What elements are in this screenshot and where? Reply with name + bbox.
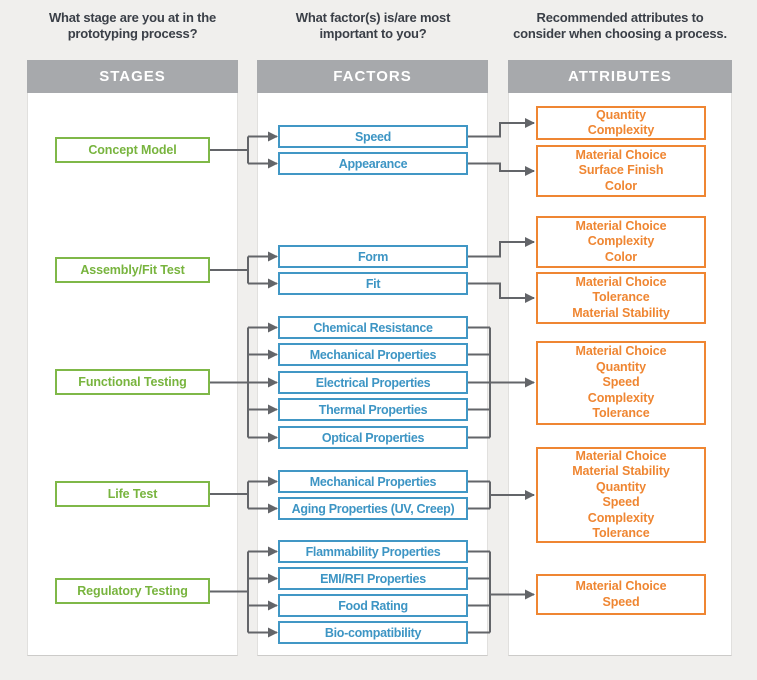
factor-box-form: Form <box>278 245 468 268</box>
stage-box-assembly-fit-test: Assembly/Fit Test <box>55 257 210 283</box>
factor-box-bio-compatibility: Bio-compatibility <box>278 621 468 644</box>
factor-box-appearance: Appearance <box>278 152 468 175</box>
stage-box-concept-model: Concept Model <box>55 137 210 163</box>
attribute-box-regulatory: Material Choice Speed <box>536 574 706 615</box>
attribute-box-assembly-fit: Material Choice Tolerance Material Stabi… <box>536 272 706 324</box>
stage-box-life-test: Life Test <box>55 481 210 507</box>
factor-box-thermal-properties: Thermal Properties <box>278 398 468 421</box>
factor-box-mechanical-properties-functional: Mechanical Properties <box>278 343 468 366</box>
question-stages: What stage are you at in the prototyping… <box>48 10 217 41</box>
factor-box-chemical-resistance: Chemical Resistance <box>278 316 468 339</box>
factor-box-speed: Speed <box>278 125 468 148</box>
attribute-box-assembly-form: Material Choice Complexity Color <box>536 216 706 268</box>
attribute-box-concept-appearance: Material Choice Surface Finish Color <box>536 145 706 197</box>
question-attributes: Recommended attributes to consider when … <box>513 10 727 41</box>
attribute-box-functional: Material Choice Quantity Speed Complexit… <box>536 341 706 425</box>
factor-box-food-rating: Food Rating <box>278 594 468 617</box>
attribute-box-concept-speed: Quantity Complexity <box>536 106 706 140</box>
stage-box-functional-testing: Functional Testing <box>55 369 210 395</box>
factor-box-flammability-properties: Flammability Properties <box>278 540 468 563</box>
factor-box-optical-properties: Optical Properties <box>278 426 468 449</box>
factor-box-fit: Fit <box>278 272 468 295</box>
factor-box-electrical-properties: Electrical Properties <box>278 371 468 394</box>
attribute-box-life-test: Material Choice Material Stability Quant… <box>536 447 706 543</box>
factor-box-mechanical-properties-life: Mechanical Properties <box>278 470 468 493</box>
attributes-column-header: ATTRIBUTES <box>508 60 732 93</box>
factor-box-emi-rfi-properties: EMI/RFI Properties <box>278 567 468 590</box>
factors-column-header: FACTORS <box>257 60 488 93</box>
stages-column-header: STAGES <box>27 60 238 93</box>
stage-box-regulatory-testing: Regulatory Testing <box>55 578 210 604</box>
question-factors: What factor(s) is/are most important to … <box>295 10 451 41</box>
factor-box-aging-properties: Aging Properties (UV, Creep) <box>278 497 468 520</box>
